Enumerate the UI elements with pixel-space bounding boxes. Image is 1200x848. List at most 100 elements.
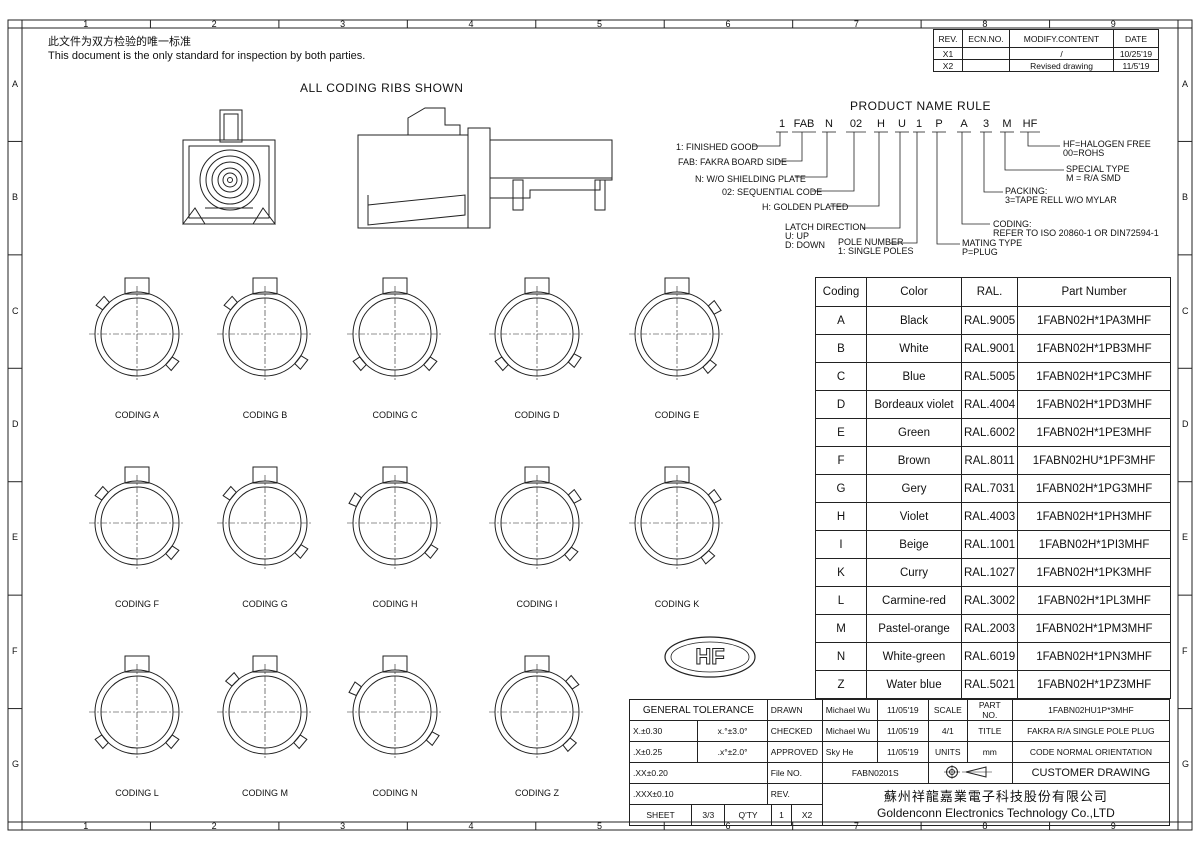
coding-view [489,466,585,571]
company-name-cn: 蘇州祥龍嘉業電子科技股份有限公司 [883,788,1108,804]
content-header: MODIFY.CONTENT [1009,29,1114,48]
coding-view [217,277,313,382]
zone-row-mark: C [12,305,19,316]
code-part: 1 [778,118,786,130]
file-no-value: FABN0201S [821,762,929,784]
zone-column-mark: 8 [982,19,988,29]
rule-latch: LATCH DIRECTION U: UP D: DOWN [785,222,866,250]
zone-row-mark: E [12,532,19,543]
zone-column-mark: 5 [597,821,603,831]
coding-label: CODING A [114,410,159,420]
ecn-cell [962,47,1010,60]
rule-special: SPECIAL TYPE M = R/A SMD [1066,164,1130,183]
coding-rib [565,674,580,690]
zone-row-mark: D [1182,419,1189,429]
drawn-label: DRAWN [766,699,823,721]
coding-rib [165,356,180,372]
scale-value: 4/1 [927,720,968,742]
coding-label: CODING N [372,788,418,798]
checked-date: 11/05'19 [876,720,929,742]
inspection-note-cn: 此文件为双方检验的唯一标准 [48,36,191,48]
part-number: 1FABN02HU*1PF3MHF [1017,446,1171,475]
rule-shielding: N: W/O SHIELDING PLATE [695,174,806,184]
coding-view [629,277,725,382]
zone-column-mark: 2 [211,19,217,29]
title-label: TITLE [966,720,1013,742]
rule-fakra-board: FAB: FAKRA BOARD SIDE [678,157,788,167]
coding-rib [95,295,111,311]
rule-packing: PACKING: 3=TAPE RELL W/O MYLAR [1005,186,1117,205]
zone-row-mark: F [12,645,18,656]
tol-x: X.±0.30 [628,720,699,742]
code-part: A [960,118,968,130]
coding-rib [94,485,109,501]
rev-label: REV. [766,783,823,805]
coding-rib [94,734,109,750]
ecn-header: ECN.NO. [962,29,1010,48]
coding-rib [165,734,180,750]
coding-rib [563,546,579,562]
coding-letter: B [815,334,867,363]
approved-label: APPROVED [766,741,823,763]
tol-angle-2: .x°±2.0° [697,741,768,763]
part-number: 1FABN02H*1PA3MHF [1017,306,1171,335]
product-rule-title: PRODUCT NAME RULE [850,99,991,113]
zone-column-mark: 3 [340,821,346,831]
color-name: Brown [866,446,962,475]
ral-code: RAL.6002 [960,418,1019,447]
code-part: 1 [915,118,923,130]
coding-rib [702,359,718,375]
part-number: 1FABN02H*1PG3MHF [1017,474,1171,503]
sheet-row: SHEET 3/3 Q'TY 1 X2 [629,804,823,826]
coding-rib [348,492,363,508]
title-block: GENERAL TOLERANCE DRAWN Michael Wu 11/05… [628,699,1171,826]
color-name: White-green [866,642,962,671]
coding-rib [562,737,578,753]
coding-rib [294,544,309,560]
coding-view [347,277,443,382]
rule-coding: CODING: REFER TO ISO 20860-1 OR DIN72594… [993,219,1159,238]
part-number: 1FABN02H*1PC3MHF [1017,362,1171,391]
coding-rib [567,488,582,504]
units-label: UNITS [927,741,968,763]
coding-label: CODING M [242,788,288,798]
color-name: Violet [866,502,962,531]
general-tolerance-label: GENERAL TOLERANCE [629,699,768,721]
zone-column-mark: 2 [211,821,217,831]
coding-letter: A [815,306,867,335]
ral-code: RAL.3002 [960,586,1019,615]
customer-drawing-label: CUSTOMER DRAWING [1011,762,1171,784]
ral-code: RAL.5005 [960,362,1019,391]
connector-side-view [357,107,613,229]
color-name: Bordeaux violet [866,390,962,419]
coding-letter: M [815,614,867,643]
qty-value: 1 [771,805,793,825]
ral-code: RAL.4003 [960,502,1019,531]
ral-code: RAL.2003 [960,614,1019,643]
rev-cell: X2 [933,59,963,72]
code-part: HF [1022,118,1038,130]
coding-rib [707,488,722,504]
color-name: White [866,334,962,363]
zone-row-mark: G [12,759,20,770]
coding-label: CODING B [242,410,288,420]
code-part: 3 [982,118,990,130]
rule-mating: MATING TYPE P=PLUG [962,238,1023,257]
part-number-col-header: Part Number [1017,277,1171,307]
title-line-2: CODE NORMAL ORIENTATION [1011,741,1171,763]
zone-row-mark: A [12,78,19,89]
coding-rib [348,681,363,697]
coding-label: CODING C [372,410,418,420]
coding-rib [494,356,509,372]
ral-code: RAL.4004 [960,390,1019,419]
zone-column-mark: 9 [1110,821,1116,831]
drawn-date: 11/05'19 [876,699,929,721]
coding-letter: K [815,558,867,587]
